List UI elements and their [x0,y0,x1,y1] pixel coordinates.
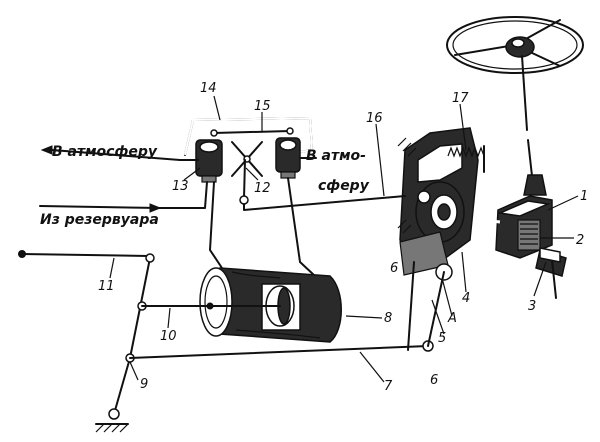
label-10: 10 [160,329,177,344]
label-5: 5 [438,331,446,346]
label-7: 7 [384,379,393,394]
label-16: 16 [366,111,383,126]
valve-frame-14 [184,116,314,156]
label-6-lower: 6 [430,373,438,388]
steering-gear-box [495,195,567,299]
caption-to-atmosphere-right: В атмо- сферу [306,148,370,194]
arm-5 [407,261,445,351]
knuckle-bracket-6 [399,127,479,281]
label-13: 13 [172,179,189,194]
frame-hatching [95,137,417,433]
valve-13 [195,139,223,183]
steering-wheel [446,16,584,74]
spring-17 [447,145,485,173]
caption-to-atmosphere-left: В атмосферу [40,144,181,161]
part-labels: 14 15 16 17 13 12 1 2 3 4 6 A 5 6 7 8 9 … [98,81,588,394]
rod-11 [18,250,149,258]
caption-text: В атмо- [306,148,366,164]
label-15: 15 [254,99,271,114]
leader-lines [109,95,579,383]
lever-9 [108,253,155,420]
steering-column [521,55,547,196]
label-6-upper: 6 [390,261,398,276]
valve-15 [275,137,301,179]
label-2: 2 [576,233,584,248]
power-cylinder-8 [199,267,342,343]
caption-text: сферу [318,178,370,194]
label-12: 12 [254,181,271,196]
label-3: 3 [528,299,536,314]
label-14: 14 [200,81,217,96]
caption-text: Из резервуара [40,212,159,228]
caption-from-reservoir: Из резервуара [39,203,162,228]
label-4: 4 [462,291,470,306]
label-17: 17 [452,91,469,106]
air-pipes [159,157,406,291]
label-1: 1 [580,189,588,204]
label-A: A [447,311,457,326]
label-8: 8 [384,311,392,326]
label-11: 11 [98,279,115,294]
label-9: 9 [140,377,148,392]
